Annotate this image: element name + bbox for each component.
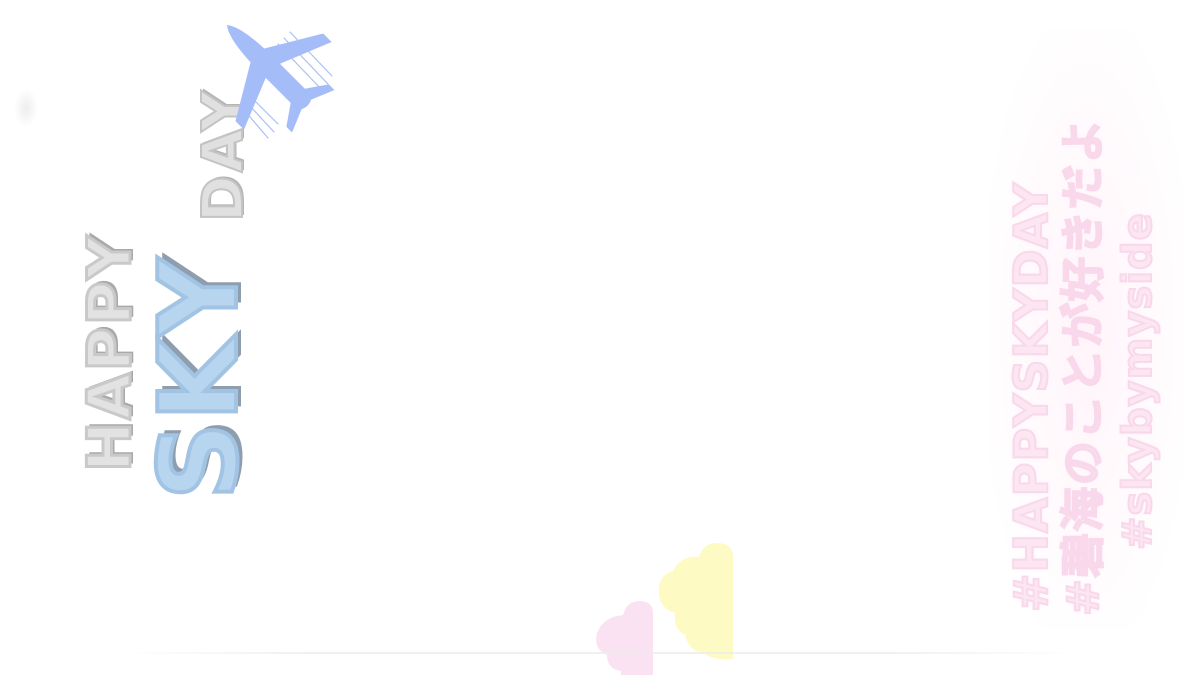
yellow-cloud bbox=[658, 543, 733, 660]
corner-smudge bbox=[14, 88, 38, 128]
hashtag-happyskyday: #HAPPYSKYDAY bbox=[1003, 181, 1059, 613]
pink-cloud bbox=[596, 601, 653, 675]
hashtag-japanese: #碧海のことが好きだよ bbox=[1057, 116, 1110, 617]
title-happy: HAPPY bbox=[74, 232, 147, 473]
floor-line bbox=[120, 652, 1080, 654]
airplane-icon bbox=[226, 24, 335, 139]
hashtag-block: #HAPPYSKYDAY #碧海のことが好きだよ #skybymyside bbox=[990, 30, 1185, 630]
cloud-icon bbox=[596, 543, 733, 675]
title-sky: SKY bbox=[135, 255, 264, 502]
hashtag-skybymyside: #skybymyside bbox=[1114, 211, 1162, 551]
